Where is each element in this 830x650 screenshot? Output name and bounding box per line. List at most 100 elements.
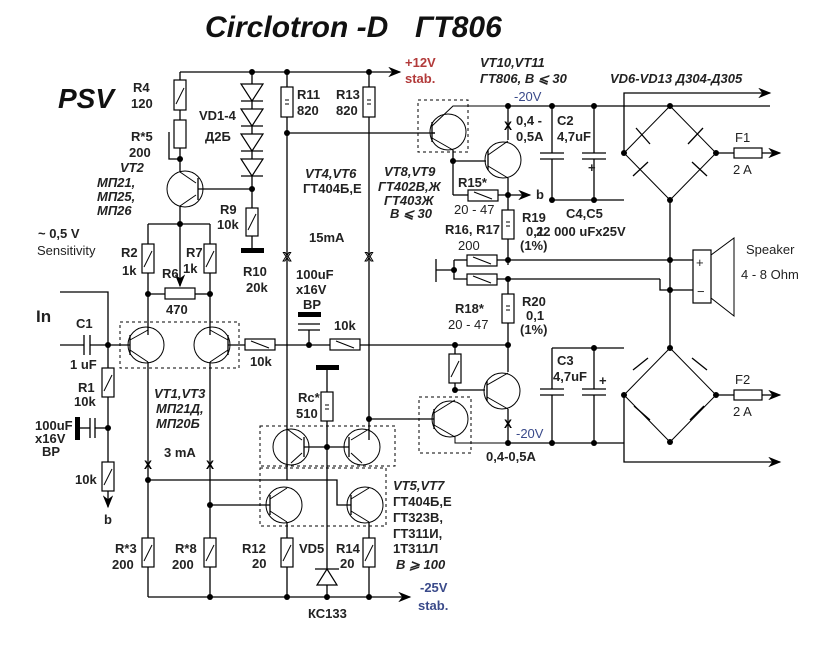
svg-text:20k: 20k: [246, 280, 268, 295]
svg-text:R11: R11: [297, 87, 320, 102]
svg-text:VT10,VT11: VT10,VT11: [480, 55, 545, 70]
svg-text:1k: 1k: [122, 263, 137, 278]
svg-text:BP: BP: [303, 297, 321, 312]
input-label: In: [36, 307, 51, 326]
svg-text:(1%): (1%): [520, 238, 547, 253]
svg-text:4 - 8 Ohm: 4 - 8 Ohm: [741, 267, 799, 282]
bridge-bottom: F2 2 A: [621, 345, 782, 468]
svg-text:x16V: x16V: [35, 431, 66, 446]
svg-text:R12: R12: [242, 541, 266, 556]
svg-text:20: 20: [340, 556, 354, 571]
svg-text:ГТ323В,: ГТ323В,: [393, 510, 443, 525]
svg-text:510: 510: [296, 406, 318, 421]
svg-text:ГТ311И,: ГТ311И,: [393, 526, 442, 541]
svg-text:R7: R7: [186, 245, 203, 260]
svg-text:+: +: [696, 255, 704, 270]
svg-text:1k: 1k: [183, 261, 198, 276]
svg-text:Speaker: Speaker: [746, 242, 795, 257]
svg-text:820: 820: [297, 103, 319, 118]
svg-text:X: X: [144, 458, 152, 472]
resistor-r19: [501, 209, 515, 240]
svg-text:0,5A: 0,5A: [516, 129, 544, 144]
svg-text:VT2: VT2: [120, 160, 145, 175]
tail-resistors: R*3 200 R*8 200: [112, 537, 217, 572]
mid-stage: 100uF x16V BP 10k Rc* 510: [259, 267, 455, 600]
svg-text:10k: 10k: [334, 318, 356, 333]
fuse-f2: [733, 389, 763, 401]
svg-text:1Т311Л: 1Т311Л: [393, 541, 438, 556]
svg-text:4,7uF: 4,7uF: [553, 369, 587, 384]
svg-text:10k: 10k: [75, 472, 97, 487]
sense-resistors-r16-r17: R16, R17 200 R20 0,1 (1%) R18* 20 - 47: [435, 222, 660, 372]
transistor-vt11: [483, 372, 521, 410]
rail-plus12: +12V stab.: [180, 55, 436, 86]
svg-text:(1%): (1%): [520, 322, 547, 337]
svg-text:C3: C3: [557, 353, 574, 368]
svg-text:0,4-0,5A: 0,4-0,5A: [486, 449, 536, 464]
svg-text:15mA: 15mA: [309, 230, 345, 245]
svg-text:100uF: 100uF: [296, 267, 334, 282]
svg-text:R10: R10: [243, 264, 267, 279]
svg-text:R*3: R*3: [115, 541, 137, 556]
current-sources-vt5-vt7: R12 20 VD5 R14 20 КС133 VT5,VT7 ГТ404Б,Е…: [147, 467, 452, 621]
diff-pair-load: R2 1k R7 1k R6 470: [121, 223, 217, 335]
svg-text:R9: R9: [220, 202, 237, 217]
svg-text:R14: R14: [336, 541, 361, 556]
load-resistors-r11-r13: X X R11 820 R13 820: [280, 72, 435, 480]
svg-text:2 A: 2 A: [733, 162, 752, 177]
svg-text:B ⩾ 100: B ⩾ 100: [396, 557, 446, 572]
rail-plus12-note: stab.: [405, 71, 435, 86]
svg-text:20 - 47: 20 - 47: [448, 317, 488, 332]
svg-text:-20V: -20V: [516, 426, 544, 441]
svg-text:10k: 10k: [217, 217, 239, 232]
svg-text:X: X: [365, 250, 373, 264]
title-transistor: ГТ806: [415, 11, 502, 44]
svg-text:VT4,VT6: VT4,VT6: [305, 166, 357, 181]
svg-text:BP: BP: [42, 444, 60, 459]
svg-text:100uF: 100uF: [35, 418, 73, 433]
svg-text:R18*: R18*: [455, 301, 485, 316]
svg-text:R*8: R*8: [175, 541, 197, 556]
svg-text:120: 120: [131, 96, 153, 111]
svg-text:b: b: [536, 187, 544, 202]
resistor-r11: [280, 86, 294, 118]
resistor-r13: [362, 86, 376, 118]
svg-text:VT1,VT3: VT1,VT3: [154, 386, 206, 401]
svg-text:R1: R1: [78, 380, 95, 395]
output-stage-bottom: X -20V 0,4-0,5A + C3 4,7uF: [369, 342, 624, 464]
svg-text:ГТ806, B ⩽ 30: ГТ806, B ⩽ 30: [480, 71, 568, 86]
fuse-f1: [733, 147, 763, 159]
svg-text:b: b: [104, 512, 112, 527]
svg-text:10k: 10k: [250, 354, 272, 369]
svg-text:0,1: 0,1: [526, 224, 544, 239]
svg-text:VD5: VD5: [299, 541, 324, 556]
transistor-vt1: [127, 326, 165, 364]
svg-text:R13: R13: [336, 87, 360, 102]
svg-text:+: +: [588, 160, 596, 175]
transistor-vt9: [431, 400, 469, 438]
rail-plus12-label: +12V: [405, 55, 436, 70]
svg-text:+: +: [599, 373, 607, 388]
svg-text:C1: C1: [76, 316, 93, 331]
svg-text:R6: R6: [162, 266, 179, 281]
svg-text:200: 200: [112, 557, 134, 572]
svg-text:R19: R19: [522, 210, 546, 225]
resistor-r5: [173, 119, 187, 149]
speaker: + − Speaker 4 - 8 Ohm: [659, 237, 799, 348]
transistor-vt3: [193, 326, 231, 364]
svg-text:0,1: 0,1: [526, 308, 544, 323]
transistor-vt8: [429, 113, 467, 151]
svg-text:C4,C5: C4,C5: [566, 206, 603, 221]
svg-text:ГТ404Б,Е: ГТ404Б,Е: [303, 181, 362, 196]
svg-text:МП20Б: МП20Б: [156, 416, 200, 431]
potentiometer-r6: [164, 287, 196, 300]
svg-text:ГТ404Б,Е: ГТ404Б,Е: [393, 494, 452, 509]
svg-text:200: 200: [458, 238, 480, 253]
svg-text:~ 0,5 V: ~ 0,5 V: [38, 226, 80, 241]
svg-text:1 uF: 1 uF: [70, 357, 97, 372]
svg-text:R2: R2: [121, 245, 138, 260]
svg-text:x16V: x16V: [296, 282, 327, 297]
svg-text:22 000 uFx25V: 22 000 uFx25V: [536, 224, 626, 239]
rail-minus25-label: -25V: [420, 580, 448, 595]
